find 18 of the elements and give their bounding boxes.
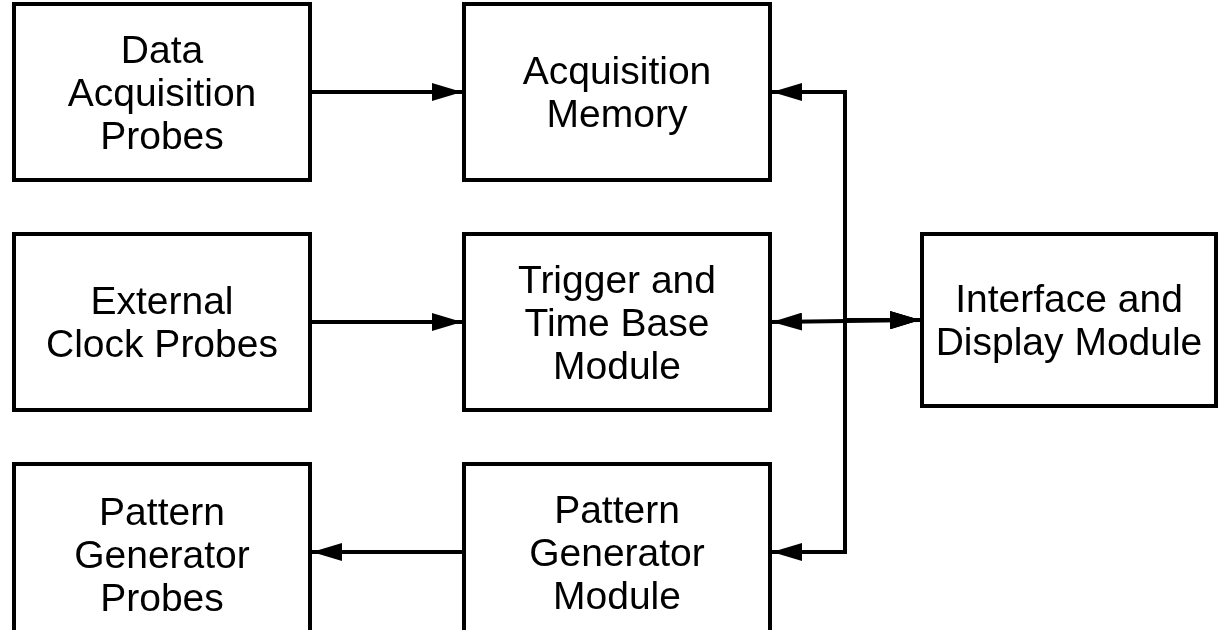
box-label: External Clock Probes: [45, 279, 279, 365]
module-box: [12, 462, 312, 630]
box-label: Data Acquisition Probes: [66, 27, 258, 157]
module-box: [12, 2, 312, 182]
box-label: Trigger and Time Base Module: [517, 257, 717, 387]
box-label: Interface and Display Module: [934, 277, 1204, 363]
box-label: Acquisition Memory: [521, 49, 713, 135]
box-label: Pattern Generator Probes: [73, 489, 251, 619]
module-box: [462, 462, 772, 630]
module-box: [462, 2, 772, 182]
arrow: [312, 543, 462, 561]
box-label: Pattern Generator Module: [528, 487, 706, 617]
module-box: [462, 232, 772, 412]
arrow: [312, 313, 462, 331]
module-box: [920, 232, 1218, 408]
module-box: [12, 232, 312, 412]
arrow: [312, 83, 462, 101]
arrow: [772, 311, 920, 561]
